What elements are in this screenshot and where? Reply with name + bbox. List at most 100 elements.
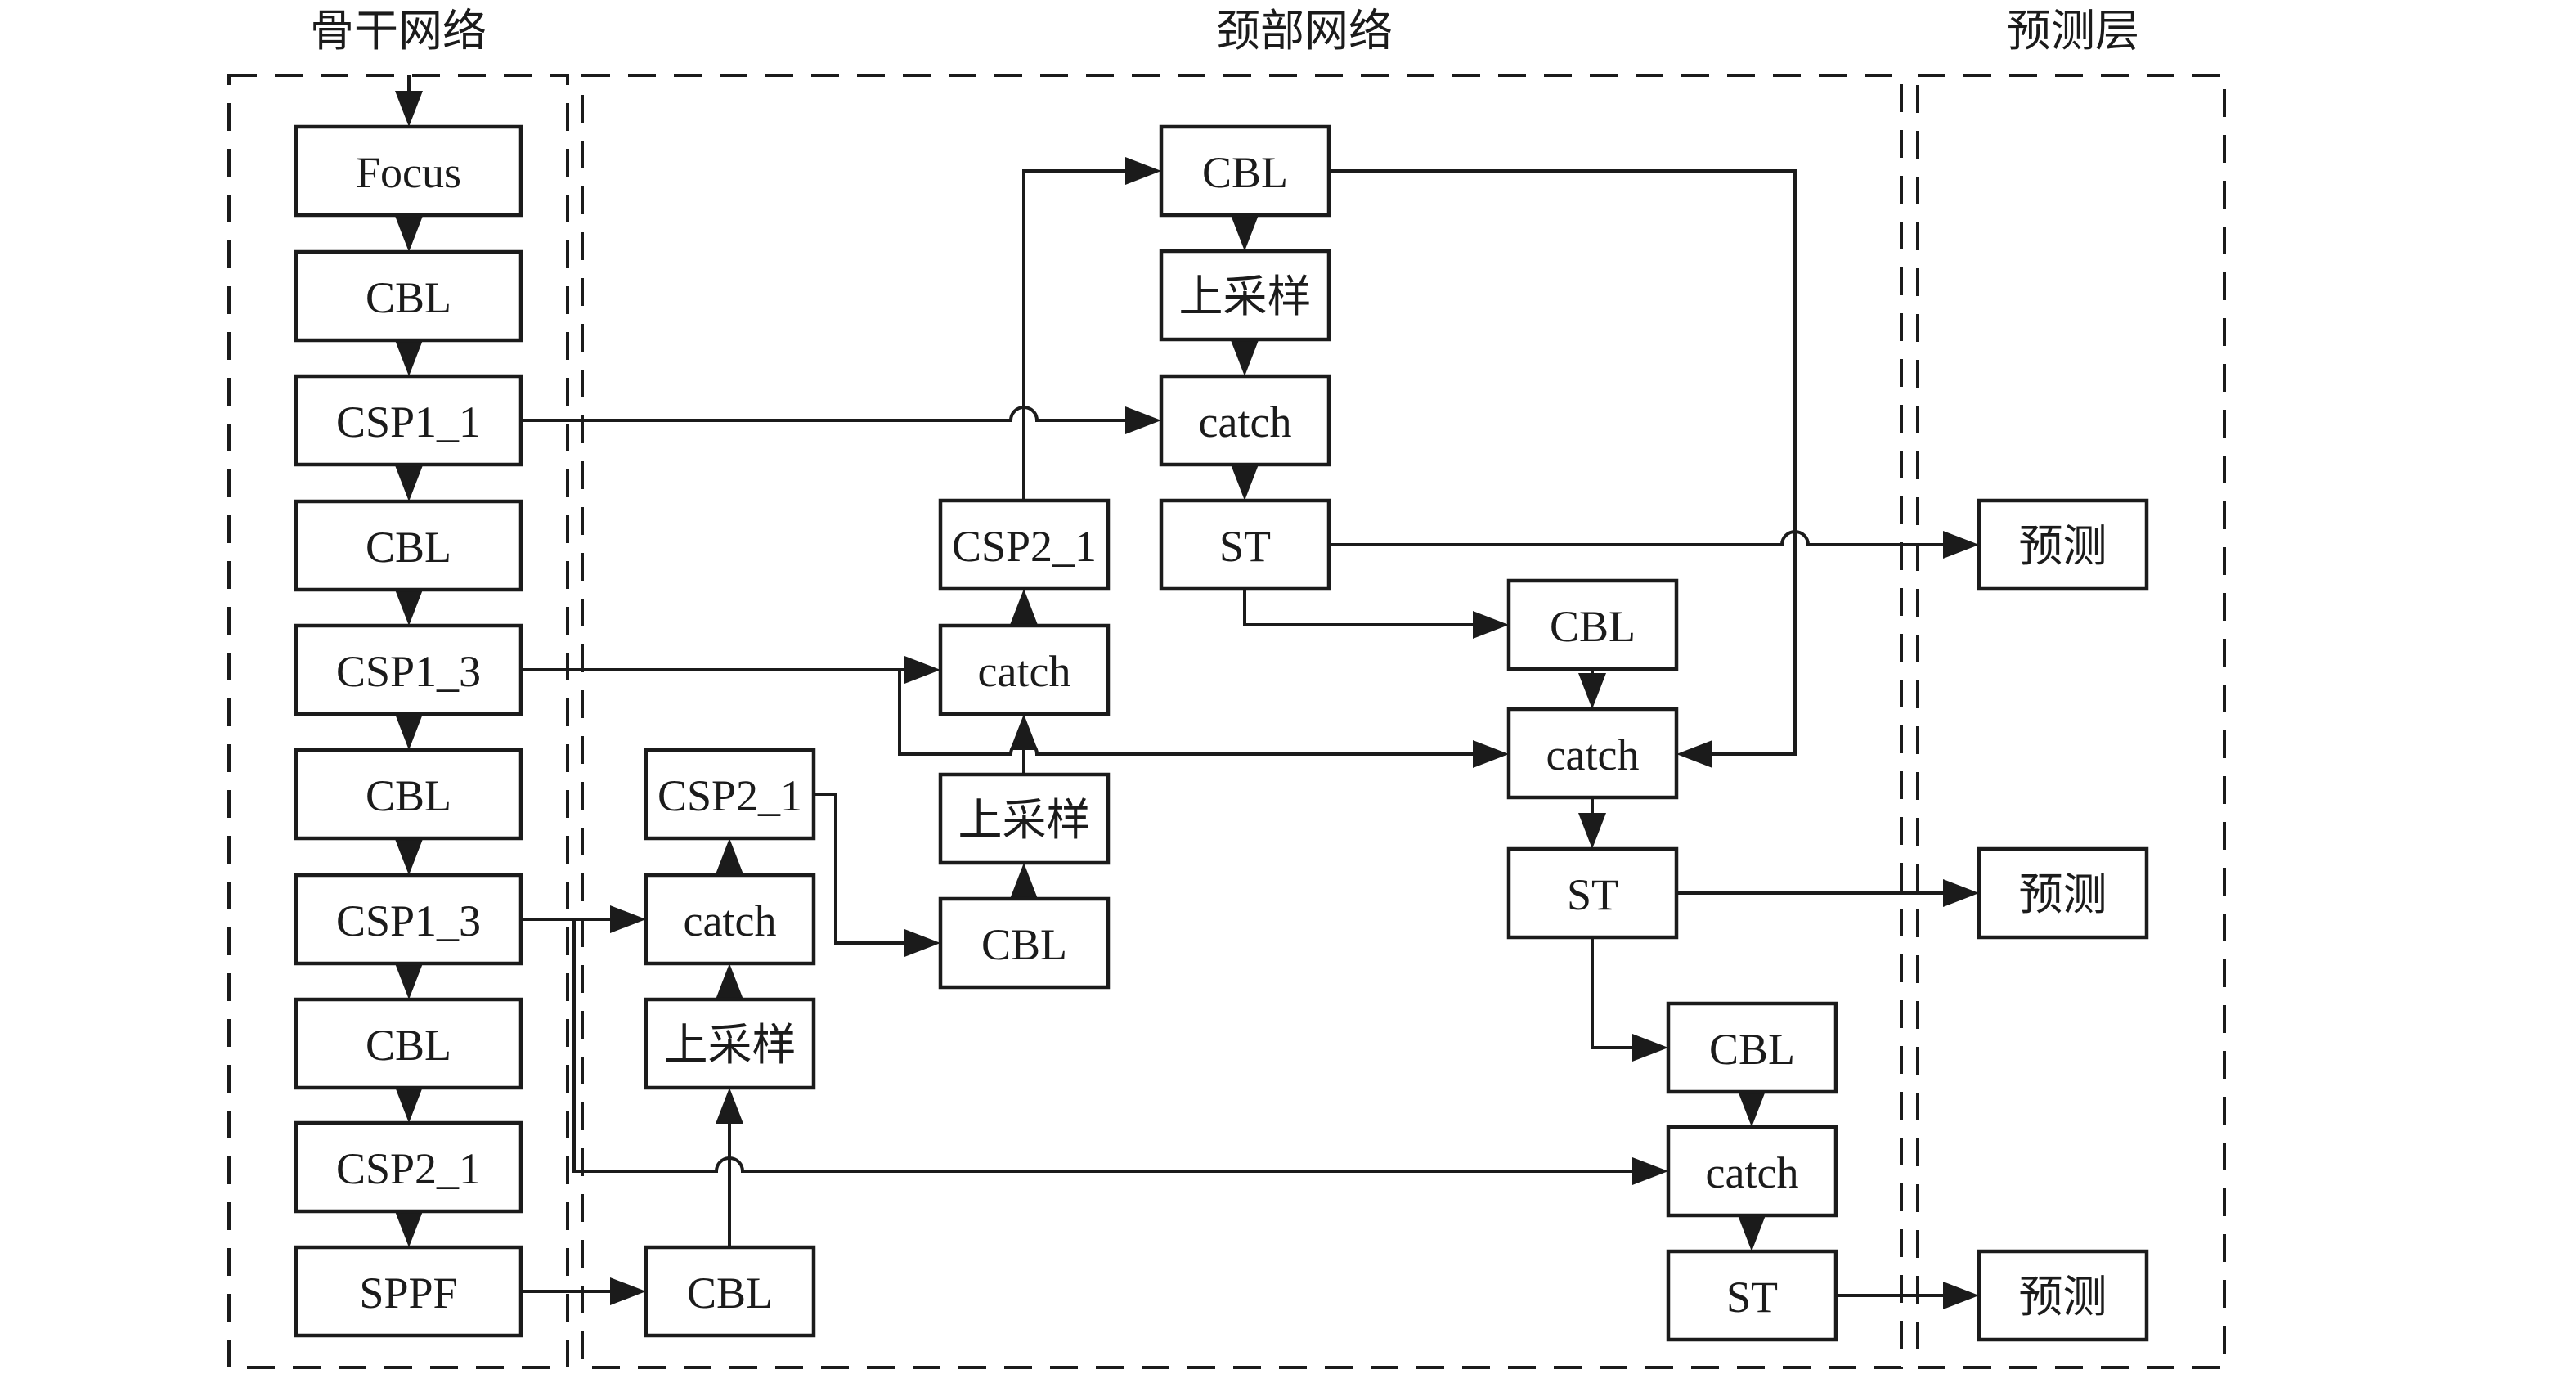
edge-cbl-e-to-catch-e — [1738, 1091, 1766, 1127]
node-label-cbl-bk4: CBL — [366, 1021, 451, 1070]
node-upsample-b: 上采样 — [938, 772, 1111, 865]
node-catch-a: catch — [644, 873, 816, 966]
node-cbl-bk3: CBL — [294, 748, 523, 841]
node-focus: Focus — [294, 124, 523, 218]
node-st-d: ST — [1506, 846, 1679, 940]
node-label-upsample-a: 上采样 — [664, 1021, 797, 1070]
node-cbl-bk4: CBL — [294, 997, 523, 1090]
neck-header-label: 颈部网络 — [1216, 7, 1393, 56]
neck-region-outline — [581, 74, 1903, 1369]
edge-st-d-to-predict-2 — [1676, 879, 1979, 907]
node-cbl-d: CBL — [1506, 578, 1679, 671]
node-catch-d: catch — [1506, 707, 1679, 800]
arrowhead-st-d-to-cbl-e — [1632, 1034, 1668, 1062]
edge-csp1_3a-to-cbl — [395, 714, 423, 750]
arrowhead-csp1_1-to-catch-c — [1125, 406, 1161, 434]
arrowhead-csp1_3a-to-catch-b — [904, 656, 940, 684]
edge-cbl-a-to-upsample-a — [716, 1088, 743, 1247]
edge-st-c-to-cbl-d — [1243, 589, 1509, 639]
edge-upsample-b-to-catch-b — [1010, 714, 1038, 775]
edge-cbl-to-csp1_3b — [395, 838, 423, 875]
node-label-st-e: ST — [1726, 1273, 1778, 1322]
arrowhead-cbl-c-to-catch-d — [1676, 740, 1712, 768]
node-label-csp2-1-b: CSP2_1 — [952, 522, 1097, 571]
arrowhead-sppf-to-cbl-a — [610, 1277, 646, 1305]
arrowhead-cbl-e-to-catch-e — [1738, 1091, 1766, 1127]
arrowhead-csp1_1-to-cbl — [395, 465, 423, 501]
edge-cbl-to-csp2_1 — [395, 1087, 423, 1123]
node-sppf: SPPF — [294, 1245, 523, 1338]
arrowhead-st-c-to-cbl-d — [1473, 611, 1509, 639]
edge-upsample-a-to-catch-a — [716, 963, 743, 999]
node-label-catch-d: catch — [1546, 730, 1640, 779]
node-predict-2: 预测 — [1977, 846, 2149, 940]
edge-st-d-to-cbl-e — [1591, 937, 1668, 1062]
node-st-c: ST — [1159, 498, 1331, 591]
arrowhead-csp2-b-to-cbl-c — [1125, 157, 1161, 185]
arrowhead-cbl-a-to-upsample-a — [716, 1088, 743, 1124]
arrowhead-cbl-to-csp1_3b — [395, 839, 423, 875]
edge-csp1_3b-to-catch-a — [521, 905, 646, 933]
edge-cbl-to-csp1_1 — [395, 340, 423, 376]
node-label-cbl-d: CBL — [1550, 602, 1636, 651]
edge-input-to-focus — [395, 75, 423, 127]
edge-csp1_3a-to-catch-b — [521, 656, 940, 684]
node-label-cbl-bk3: CBL — [366, 771, 451, 820]
edge-catch-e-to-st-e — [1738, 1215, 1766, 1251]
edge-catch-a-to-csp2-a — [716, 838, 743, 875]
arrowhead-csp1_3a-to-catch-d — [1473, 740, 1509, 768]
node-label-catch-e: catch — [1706, 1148, 1799, 1197]
edge-csp2_1-to-sppf — [395, 1211, 423, 1247]
arrowhead-cbl-to-csp2_1 — [395, 1087, 423, 1123]
arrowhead-st-e-to-predict-3 — [1943, 1282, 1979, 1309]
arrowhead-catch-d-to-st-d — [1578, 813, 1606, 849]
node-cbl-c: CBL — [1159, 124, 1331, 218]
arrowhead-upsample-b-to-catch-b — [1010, 714, 1038, 750]
arrowhead-catch-c-to-st-c — [1231, 465, 1259, 501]
arrowhead-csp1_3b-to-catch-a — [610, 905, 646, 933]
node-cbl-b: CBL — [938, 896, 1111, 990]
edge-cbl-c-to-upsample-c — [1231, 215, 1259, 251]
node-label-cbl-a: CBL — [687, 1268, 773, 1318]
edge-csp2-b-to-cbl-c — [1022, 157, 1161, 501]
region-headers: 骨干网络 颈部网络 预测层 — [310, 7, 2139, 56]
node-csp1-1: CSP1_1 — [294, 374, 523, 467]
arrowhead-st-d-to-predict-2 — [1943, 879, 1979, 907]
node-catch-e: catch — [1666, 1125, 1838, 1218]
node-label-predict-1: 预测 — [2019, 522, 2107, 571]
arrowhead-upsample-a-to-catch-a — [716, 963, 743, 999]
node-predict-1: 预测 — [1977, 498, 2149, 591]
diagram-nodes: FocusCBLCSP1_1CBLCSP1_3CBLCSP1_3CBLCSP2_… — [294, 124, 2149, 1342]
edge-csp2-a-to-cbl-b — [814, 793, 940, 957]
edge-catch-b-to-csp2-b — [1010, 589, 1038, 626]
node-cbl-e: CBL — [1666, 1001, 1838, 1094]
arrowhead-csp2-a-to-cbl-b — [904, 929, 940, 957]
node-csp2-1-b: CSP2_1 — [938, 498, 1111, 591]
backbone-region-outline — [227, 74, 569, 1369]
node-cbl-a: CBL — [644, 1245, 816, 1338]
node-label-csp1-3a: CSP1_3 — [336, 647, 481, 696]
node-csp1-3b: CSP1_3 — [294, 873, 523, 966]
arrowhead-catch-a-to-csp2-a — [716, 838, 743, 874]
edge-sppf-to-cbl-a — [521, 1277, 646, 1305]
node-label-csp1-3b: CSP1_3 — [336, 896, 481, 945]
node-label-cbl-bk2: CBL — [366, 523, 451, 572]
edge-st-e-to-predict-3 — [1836, 1282, 1979, 1309]
node-upsample-a: 上采样 — [644, 997, 816, 1090]
node-label-catch-c: catch — [1199, 397, 1292, 447]
node-csp2-1-bk: CSP2_1 — [294, 1120, 523, 1214]
node-label-catch-b: catch — [978, 647, 1071, 696]
edge-catch-d-to-st-d — [1578, 797, 1606, 849]
node-label-csp2-1-a: CSP2_1 — [657, 771, 802, 820]
arrowhead-csp1_3b-to-cbl — [395, 963, 423, 999]
node-label-csp2-1-bk: CSP2_1 — [336, 1144, 481, 1193]
arrowhead-input-to-focus — [395, 91, 423, 127]
arrowhead-cbl-d-to-catch-d — [1578, 673, 1606, 709]
node-label-st-c: ST — [1219, 522, 1271, 571]
node-label-sppf: SPPF — [359, 1268, 457, 1318]
node-label-predict-2: 预测 — [2019, 870, 2107, 919]
prediction-header-label: 预测层 — [2007, 7, 2139, 56]
arrowhead-catch-b-to-csp2-b — [1010, 589, 1038, 625]
node-label-cbl-e: CBL — [1709, 1025, 1795, 1074]
